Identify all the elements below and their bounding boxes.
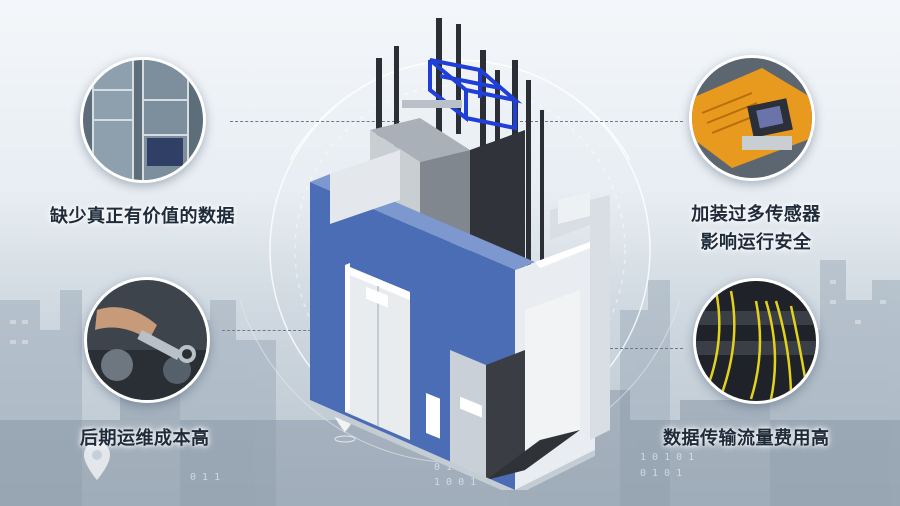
feature-label-sensors: 加装过多传感器 影响运行安全 — [681, 201, 831, 257]
feature-image-sensor-chip — [689, 55, 815, 181]
connector-line-top-left — [230, 121, 400, 122]
feature-image-elevator-shafts — [80, 57, 206, 183]
connector-line-top-right — [520, 121, 683, 122]
feature-label-valuable-data: 缺少真正有价值的数据 — [50, 206, 235, 227]
feature-label-maintenance-cost: 后期运维成本高 — [80, 428, 210, 449]
connector-line-bottom-right — [545, 348, 683, 349]
svg-text:0 1 0 1: 0 1 0 1 — [640, 468, 682, 479]
connector-line-bottom-left — [222, 330, 362, 331]
svg-text:1 0 1 0 1: 1 0 1 0 1 — [640, 452, 694, 463]
svg-text:0 1 1: 0 1 1 — [190, 472, 220, 483]
elevator-cutaway-illustration — [310, 18, 610, 490]
feature-image-network-cables — [693, 278, 819, 404]
map-pin-icon — [84, 442, 110, 480]
feature-label-sensors-line1: 加装过多传感器 — [691, 204, 821, 225]
svg-text:1 0 0 1: 1 0 0 1 — [434, 477, 476, 488]
feature-label-sensors-line2: 影响运行安全 — [700, 232, 812, 253]
feature-label-data-traffic-cost: 数据传输流量费用高 — [663, 428, 830, 449]
feature-image-maintenance-wrench — [84, 277, 210, 403]
